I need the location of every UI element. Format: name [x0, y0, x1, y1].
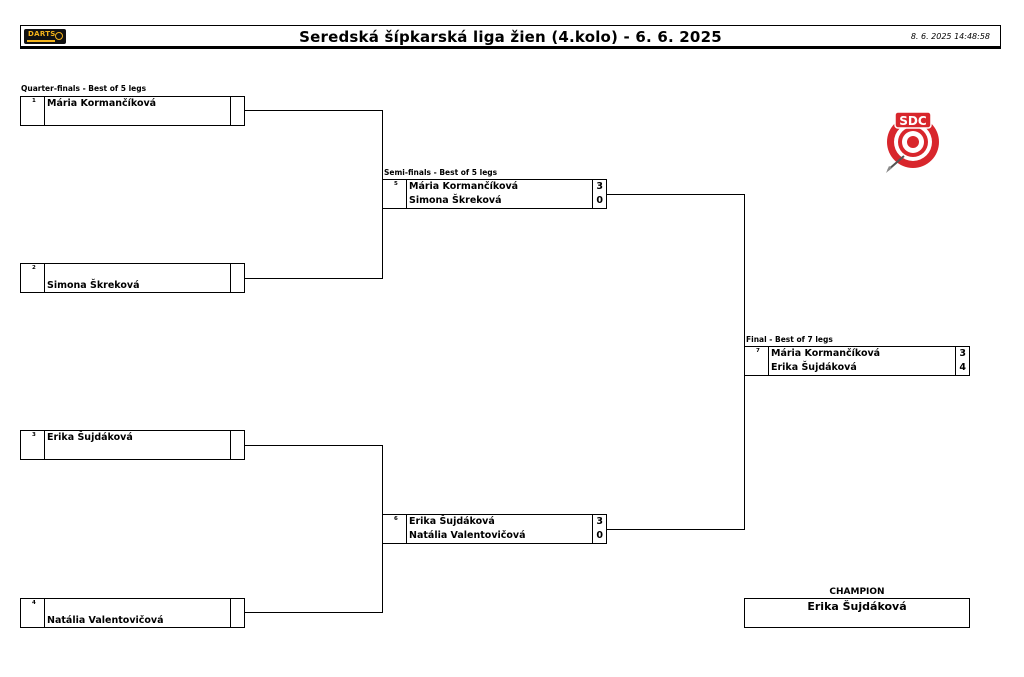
- player-score: 3: [596, 516, 603, 527]
- final-match-7: 7 Mária Kormančíková 3 Erika Šujdáková 4: [744, 346, 970, 376]
- final-label: Final - Best of 7 legs: [746, 335, 833, 344]
- player-name: Simona Škreková: [409, 195, 502, 206]
- qf-match-1: 1 Mária Kormančíková: [20, 96, 245, 126]
- seed-number: 4: [32, 600, 36, 606]
- seed-number: 1: [32, 98, 36, 104]
- seed-number: 3: [32, 432, 36, 438]
- darts-logo-text: DARTS: [28, 30, 56, 38]
- connector: [245, 278, 383, 279]
- semi-finals-label: Semi-finals - Best of 5 legs: [384, 168, 498, 177]
- timestamp: 8. 6. 2025 14:48:58: [910, 32, 990, 41]
- champion-label: CHAMPION: [829, 587, 885, 597]
- sf-match-6: 6 Erika Šujdáková 3 Natália Valentovičov…: [382, 514, 607, 544]
- champion-name: Erika Šujdáková: [807, 600, 907, 613]
- sdc-logo-text: SDC: [899, 114, 927, 128]
- connector: [607, 529, 745, 530]
- player-name: Mária Kormančíková: [409, 181, 519, 192]
- quarter-finals-label: Quarter-finals - Best of 5 legs: [21, 84, 147, 93]
- sf-match-5: 5 Mária Kormančíková 3 Simona Škreková 0: [382, 179, 607, 209]
- connector: [607, 194, 745, 195]
- player-name: Simona Škreková: [47, 280, 140, 291]
- dartboard-icon: [55, 32, 63, 40]
- page-title: Seredská šípkarská liga žien (4.kolo) - …: [299, 28, 722, 46]
- match-number: 7: [756, 348, 760, 354]
- player-name: Natália Valentovičová: [409, 530, 526, 541]
- player-score: 3: [596, 181, 603, 192]
- player-score: 3: [959, 348, 966, 359]
- qf-match-4: 4 Natália Valentovičová: [20, 598, 245, 628]
- player-score: 0: [596, 530, 603, 541]
- connector: [245, 110, 383, 111]
- qf-match-3: 3 Erika Šujdáková: [20, 430, 245, 460]
- seed-number: 2: [32, 265, 36, 271]
- match-number: 6: [394, 516, 398, 522]
- player-score: 4: [959, 362, 966, 373]
- connector: [245, 445, 383, 446]
- player-name: Erika Šujdáková: [47, 432, 133, 443]
- connector: [245, 612, 383, 613]
- player-name: Natália Valentovičová: [47, 615, 164, 626]
- header-bar: DARTS Seredská šípkarská liga žien (4.ko…: [20, 25, 1001, 49]
- qf-match-2: 2 Simona Škreková: [20, 263, 245, 293]
- player-name: Mária Kormančíková: [47, 98, 157, 109]
- darts-logo: DARTS: [24, 29, 66, 44]
- player-score: 0: [596, 195, 603, 206]
- match-number: 5: [394, 181, 398, 187]
- sdc-club-logo: SDC: [886, 111, 939, 173]
- player-name: Erika Šujdáková: [771, 362, 857, 373]
- player-name: Mária Kormančíková: [771, 348, 881, 359]
- champion-box: Erika Šujdáková: [744, 598, 970, 628]
- player-name: Erika Šujdáková: [409, 516, 495, 527]
